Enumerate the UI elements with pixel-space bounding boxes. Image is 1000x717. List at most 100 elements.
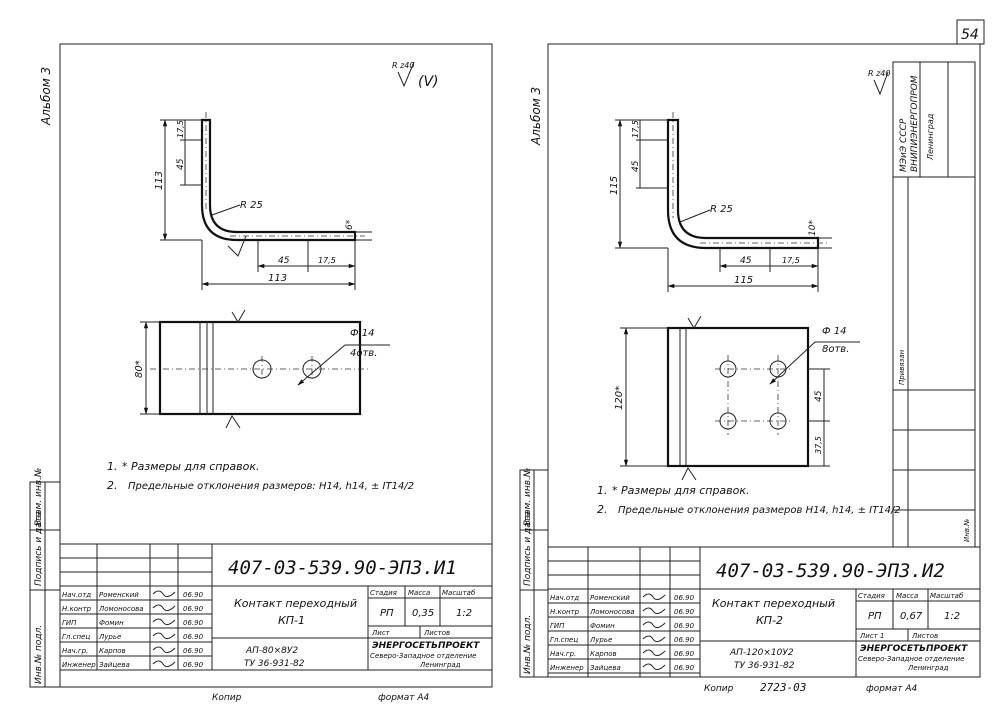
left-side-label-2: Подпись и дата <box>34 511 44 586</box>
left-org-3: Ленинград <box>419 661 461 669</box>
left-hole-dim: Ф 14 <box>350 328 375 339</box>
left-role-1: Нач.отд <box>62 591 91 599</box>
left-person-3: Фомин <box>99 619 124 627</box>
right-person-5: Карпов <box>590 650 617 658</box>
left-mass-header: Масса <box>408 589 430 597</box>
left-scale: 1:2 <box>456 608 472 619</box>
left-note-2: Предельные отклонения размеров: H14, h14… <box>128 481 414 492</box>
right-note-1: * Размеры для справок. <box>612 484 750 497</box>
left-sheet: Инв.№ подл. Подпись и дата Взам. инв.№ А… <box>29 43 493 703</box>
right-date-5: 06.90 <box>674 650 695 658</box>
stamp-side-label: Привязан <box>898 349 906 385</box>
right-person-6: Зайцева <box>590 664 621 672</box>
right-role-3: ГИП <box>550 622 565 630</box>
left-designation: 407-03-539.90-ЭП3.И1 <box>228 557 457 579</box>
right-org-1: ЭНЕРГОСЕТЬПРОЕКТ <box>860 644 968 654</box>
right-side-label-2: Подпись и дата <box>523 511 533 586</box>
left-dim-r25: R 25 <box>240 200 263 211</box>
left-stage-header: Стадия <box>370 589 397 597</box>
left-org-2: Северо-Западное отделение <box>370 652 476 660</box>
left-roughness-suffix: (V) <box>418 74 439 90</box>
stamp-line-3: Ленинград <box>926 113 935 161</box>
right-date-3: 06.90 <box>674 622 695 630</box>
left-role-4: Гл.спец <box>62 633 90 641</box>
right-album-label: Альбом 3 <box>529 87 543 146</box>
left-dim-80: 80* <box>134 360 145 378</box>
left-title-block: 407-03-539.90-ЭП3.И1 Контакт переходный … <box>60 543 492 671</box>
right-dim-17-5-h: 17,5 <box>782 256 800 265</box>
right-date-2: 06.90 <box>674 608 695 616</box>
right-person-1: Роменский <box>590 594 630 602</box>
left-dim-17-5: 17,5 <box>176 120 185 138</box>
right-note-2: Предельные отклонения размеров H14, h14,… <box>618 505 901 516</box>
right-dim-45-h: 45 <box>740 256 752 266</box>
right-part-name-2: КП-2 <box>756 614 783 627</box>
left-roughness-check-icon <box>397 61 415 88</box>
left-part-name-2: КП-1 <box>278 614 305 627</box>
right-holes-count: 8отв. <box>822 344 849 355</box>
left-person-2: Ломоносова <box>98 605 144 613</box>
left-role-6: Инженер <box>62 661 96 669</box>
left-person-6: Зайцева <box>99 661 130 669</box>
right-mass: 0,67 <box>900 611 923 622</box>
left-dim-45-v: 45 <box>176 158 186 170</box>
left-stage: РП <box>380 608 394 619</box>
left-mass: 0,35 <box>412 608 434 619</box>
left-dim-6: 6* <box>345 219 355 230</box>
right-dim-115-h: 115 <box>734 275 753 286</box>
right-plan-view <box>666 326 810 468</box>
right-role-2: Н.контр <box>550 608 580 616</box>
left-note-1: * Размеры для справок. <box>122 460 260 473</box>
left-role-5: Нач.гр. <box>62 647 88 655</box>
stamp-line-1: МЭиЭ СССР <box>899 118 909 172</box>
left-material-1: АП-80×8У2 <box>245 646 298 656</box>
right-role-6: Инженер <box>550 664 584 672</box>
stamp-inv-label: Инв.№ <box>963 519 971 542</box>
right-scale: 1:2 <box>944 611 960 622</box>
left-note-2-num: 2. <box>107 479 118 492</box>
left-dim-45-h: 45 <box>278 256 290 266</box>
right-format: формат А4 <box>866 684 917 694</box>
right-role-1: Нач.отд <box>550 594 579 602</box>
left-date-3: 06.90 <box>183 619 204 627</box>
left-person-5: Карпов <box>99 647 126 655</box>
right-dim-45-v: 45 <box>631 160 641 172</box>
left-album-label: Альбом 3 <box>39 67 53 126</box>
left-dim-113-h: 113 <box>268 273 287 284</box>
left-note-1-num: 1. <box>107 460 118 473</box>
right-scale-header: Масштаб <box>930 592 964 600</box>
right-material-2: ТУ 36-931-82 <box>734 661 795 671</box>
right-title-block: 407-03-539.90-ЭП3.И2 Контакт переходный … <box>548 546 980 677</box>
left-material-2: ТУ 36-931-82 <box>244 659 305 669</box>
right-person-3: Фомин <box>590 622 615 630</box>
right-roughness-check-icon <box>873 71 889 96</box>
page-number: 54 <box>961 27 979 43</box>
left-dim-17-5-h: 17,5 <box>318 256 336 265</box>
right-stage-header: Стадия <box>858 592 885 600</box>
right-side-label-3: Взам. инв.№ <box>523 468 533 526</box>
left-sheet-frame <box>59 43 493 688</box>
right-roughness: R z40 <box>868 69 890 78</box>
left-person-4: Лурье <box>98 633 121 641</box>
right-dim-37-5: 37,5 <box>814 436 823 454</box>
left-roughness: R z40 <box>392 61 414 70</box>
right-role-4: Гл.спец <box>550 636 578 644</box>
right-part-name-1: Контакт переходный <box>712 597 835 610</box>
left-org-1: ЭНЕРГОСЕТЬПРОЕКТ <box>372 641 480 651</box>
right-stamp: МЭиЭ СССР ВНИПИЭНЕРГОПРОМ Ленинград Прив… <box>892 61 976 548</box>
right-sheets-header: Листов <box>911 632 938 640</box>
right-date-1: 06.90 <box>674 594 695 602</box>
right-material-1: АП-120×10У2 <box>729 648 794 658</box>
left-date-1: 06.90 <box>183 591 204 599</box>
right-mass-header: Масса <box>896 592 918 600</box>
right-dim-45-vv: 45 <box>814 390 824 402</box>
right-sheet: 54 Инв.№ подл. Подпись и дата Взам. инв.… <box>519 19 985 694</box>
right-sheet-header: Лист 1 <box>859 632 884 640</box>
left-format: формат А4 <box>378 693 429 703</box>
right-profile-view <box>666 118 820 250</box>
right-copied: Копир <box>704 684 734 694</box>
right-org-3: Ленинград <box>907 664 949 672</box>
left-plan-view <box>158 320 362 416</box>
right-note-1-num: 1. <box>597 484 608 497</box>
